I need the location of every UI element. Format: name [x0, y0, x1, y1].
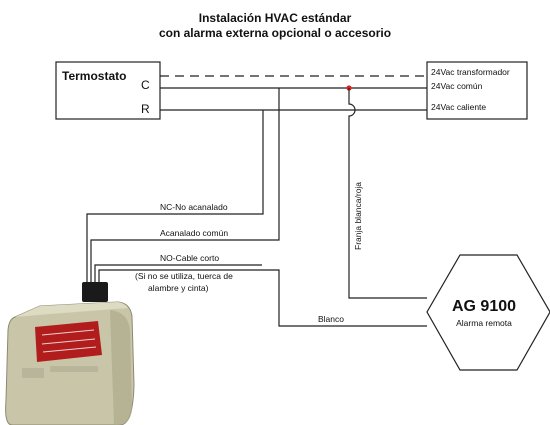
alarm-unit: AG 9100 Alarma remota: [426, 254, 550, 371]
device-cap: [82, 282, 108, 302]
nc-wire-label: NC-No acanalado: [160, 202, 228, 212]
device-label-stripe-1: [41, 329, 95, 336]
no-wire: [94, 264, 262, 284]
no-wire-note-1: (Si no se utiliza, tuerca de: [135, 271, 233, 281]
device-detail-1: [22, 368, 44, 378]
alarm-subtitle: Alarma remota: [456, 318, 512, 328]
device-label-stripe-2: [41, 338, 96, 345]
device-side: [110, 310, 132, 425]
device-top: [15, 302, 128, 317]
white-wire-label: Blanco: [318, 314, 344, 324]
transformer-line-1: 24Vac transformador: [431, 67, 510, 77]
alarm-hexagon: [426, 254, 550, 371]
title-line-2: con alarma externa opcional o accesorio: [159, 26, 391, 40]
thermostat-box: [55, 61, 161, 120]
no-wire-note-2: alambre y cinta): [148, 283, 209, 293]
common-device-wire: [90, 88, 280, 284]
alarm-model: AG 9100: [452, 298, 516, 315]
transformer: 24Vac transformador 24Vac común 24Vac ca…: [426, 61, 528, 120]
thermostat-label: Termostato: [62, 69, 126, 83]
device-detail-2: [50, 366, 98, 372]
thermostat-terminal-r: R: [141, 102, 150, 116]
white-wire: [98, 269, 427, 327]
thermostat-terminal-c: C: [141, 78, 150, 92]
device-label-stripe-3: [42, 346, 97, 353]
transformer-line-3: 24Vac caliente: [431, 102, 486, 112]
title-line-1: Instalación HVAC estándar: [199, 11, 352, 25]
nc-wire: [86, 110, 264, 284]
transformer-box: [426, 61, 528, 120]
no-wire-label: NO-Cable corto: [160, 253, 219, 263]
stripe-wire-label: Franja blanca/roja: [353, 182, 363, 250]
transformer-line-2: 24Vac común: [431, 81, 483, 91]
stripe-wire: [348, 88, 427, 299]
float-switch-device-icon: [5, 282, 135, 425]
common-wire-label: Acanalado común: [160, 228, 228, 238]
thermostat: Termostato C R: [55, 61, 161, 120]
